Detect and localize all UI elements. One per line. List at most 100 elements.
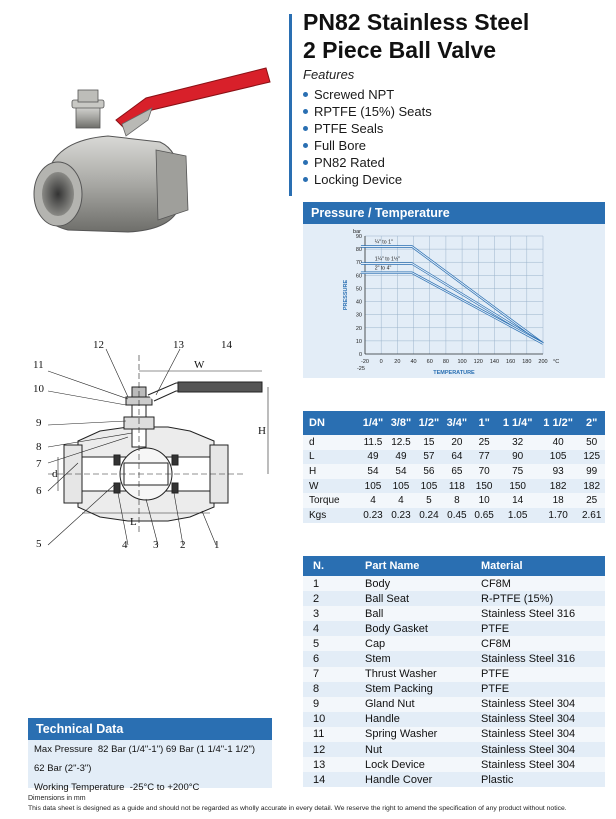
part-name: Lock Device xyxy=(365,757,481,773)
dims-cell: 70 xyxy=(470,464,498,479)
dims-row-label: W xyxy=(303,478,359,494)
chart-y-tick-label: 0 xyxy=(359,352,362,358)
chart-x-tick-label: 0 xyxy=(380,359,383,365)
dims-cell: 64 xyxy=(442,449,471,465)
dims-cell: 99 xyxy=(578,464,605,479)
part-name: Nut xyxy=(365,742,481,758)
dims-cell: 25 xyxy=(578,493,605,508)
chart-y-tick-label: 40 xyxy=(356,300,362,306)
chart-series-line-inner xyxy=(360,263,544,344)
chart-y-tick-label: 70 xyxy=(356,260,362,266)
part-material: Stainless Steel 304 xyxy=(481,696,605,712)
title-accent-bar xyxy=(289,14,292,196)
dims-header-cell: 1 1/4" xyxy=(497,411,538,435)
valve-photo xyxy=(33,67,271,233)
chart-series-line-inner xyxy=(360,272,544,344)
dims-cell: 4 xyxy=(359,493,387,508)
chart-x-tick-label: 40 xyxy=(410,359,416,365)
parts-header-row: N. Part Name Material xyxy=(303,556,605,576)
dims-cell: 150 xyxy=(497,478,538,494)
dims-header-cell: 2" xyxy=(578,411,605,435)
part-name: Ball xyxy=(365,606,481,622)
chart-y-tick-label: 20 xyxy=(356,326,362,332)
parts-header-material: Material xyxy=(481,556,605,576)
callout-6: 6 xyxy=(36,485,42,497)
features-heading: Features xyxy=(303,67,355,82)
dims-cell: 12.5 xyxy=(386,435,415,450)
part-name: Stem xyxy=(365,651,481,667)
dims-cell: 1.70 xyxy=(537,507,579,523)
chart-series-label: 1¼" to 1½" xyxy=(375,256,400,263)
part-number: 2 xyxy=(303,591,365,607)
dims-cell: 118 xyxy=(442,478,471,494)
chart-x-tick-label: 140 xyxy=(490,359,499,365)
dim-label-h: H xyxy=(258,425,266,437)
dims-cell: 90 xyxy=(497,449,538,465)
chart-x-unit: °C xyxy=(553,359,559,365)
dims-cell: 49 xyxy=(359,449,387,465)
part-name: Spring Washer xyxy=(365,726,481,743)
dims-cell: 0.24 xyxy=(414,507,443,523)
footer-disclaimer: This data sheet is designed as a guide a… xyxy=(28,805,567,812)
feature-item: PTFE Seals xyxy=(303,120,432,137)
dims-cell: 8 xyxy=(442,493,471,508)
callout-10: 10 xyxy=(33,383,44,395)
dims-cell: 125 xyxy=(578,449,605,465)
part-name: Ball Seat xyxy=(365,591,481,607)
dims-cell: 20 xyxy=(442,435,471,450)
part-number: 12 xyxy=(303,742,365,758)
part-number: 1 xyxy=(303,576,365,592)
part-material: Stainless Steel 304 xyxy=(481,742,605,758)
dims-cell: 50 xyxy=(578,435,605,450)
dims-cell: 75 xyxy=(497,464,538,479)
technical-data-panel: Technical Data Max Pressure 82 Bar (1/4"… xyxy=(28,718,272,793)
bullet-icon xyxy=(303,143,308,148)
max-pressure-row: Max Pressure 82 Bar (1/4"-1") 69 Bar (1 … xyxy=(28,740,272,778)
max-pressure-label: Max Pressure xyxy=(34,744,93,755)
chart-x-tick-label: 200 xyxy=(538,359,547,365)
chart-x-tick-label: 180 xyxy=(522,359,531,365)
dims-cell: 0.23 xyxy=(359,507,387,523)
dims-cell: 49 xyxy=(386,449,415,465)
dims-cell: 5 xyxy=(414,493,443,508)
part-number: 13 xyxy=(303,757,365,773)
callout-2: 2 xyxy=(180,539,186,551)
chart-y-tick-label: 60 xyxy=(356,273,362,279)
technical-drawing xyxy=(47,348,269,546)
dims-cell: 105 xyxy=(386,478,415,494)
callout-7: 7 xyxy=(36,458,42,470)
dims-cell: 0.45 xyxy=(442,507,471,523)
part-material: Stainless Steel 316 xyxy=(481,606,605,622)
dims-cell: 0.65 xyxy=(470,507,498,523)
callout-9: 9 xyxy=(36,417,42,429)
bullet-icon xyxy=(303,177,308,182)
part-name: Body Gasket xyxy=(365,621,481,637)
chart-y-unit: bar xyxy=(353,229,361,235)
dims-cell: 32 xyxy=(497,435,538,450)
chart-x-tick-label: 60 xyxy=(427,359,433,365)
part-name: Cap xyxy=(365,636,481,652)
title-line-2: 2 Piece Ball Valve xyxy=(303,37,497,63)
dims-header-cell: 1 1/2" xyxy=(537,411,579,435)
dims-cell: 56 xyxy=(414,464,443,479)
part-name: Body xyxy=(365,576,481,592)
chart-x-tick-label: -20 xyxy=(361,359,369,365)
part-number: 6 xyxy=(303,651,365,667)
part-number: 9 xyxy=(303,696,365,712)
chart-y-tick-label: 10 xyxy=(356,339,362,345)
dims-cell: 182 xyxy=(578,478,605,494)
dims-cell: 40 xyxy=(537,435,579,450)
part-number: 4 xyxy=(303,621,365,637)
